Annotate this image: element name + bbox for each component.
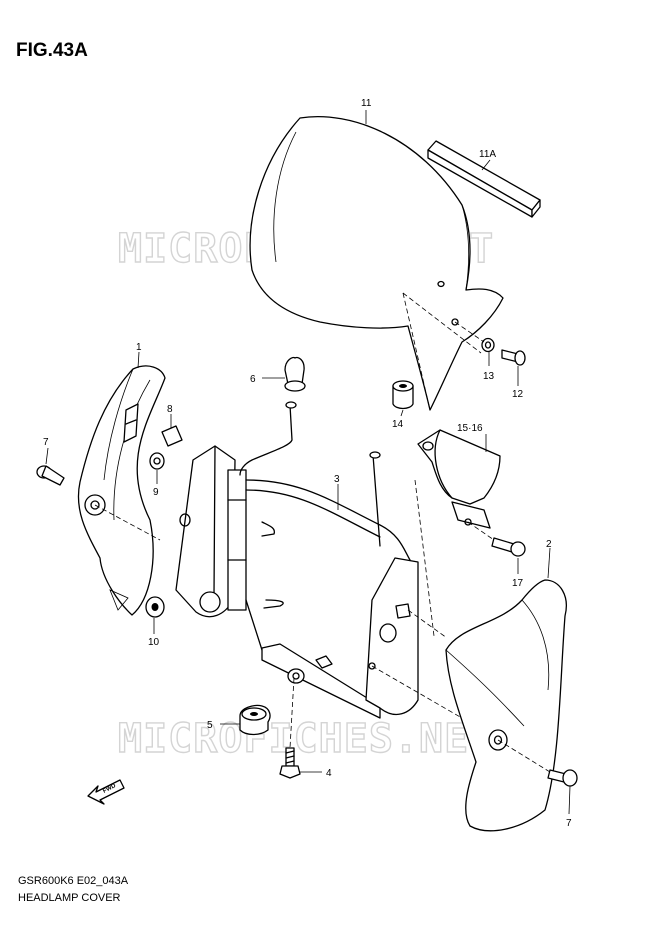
callout-13: 13 bbox=[483, 371, 495, 382]
callout-12: 12 bbox=[512, 389, 524, 400]
part-9-grommet bbox=[149, 452, 165, 470]
callout-4: 4 bbox=[326, 768, 332, 779]
part-3-bracket bbox=[175, 401, 419, 719]
callout-8: 8 bbox=[167, 404, 173, 415]
diagram-code: GSR600K6 E02_043A bbox=[18, 875, 129, 887]
part-13-washer bbox=[481, 337, 495, 353]
callout-2: 2 bbox=[546, 539, 552, 550]
part-10-grommet bbox=[145, 596, 165, 618]
part-7-screw-left bbox=[36, 465, 65, 486]
callout-6: 6 bbox=[250, 374, 256, 385]
callout-9: 9 bbox=[153, 487, 159, 498]
part-12-screw bbox=[501, 349, 526, 366]
part-14-grommet bbox=[392, 380, 414, 410]
leader-lines bbox=[45, 110, 571, 815]
callout-15-16: 15·16 bbox=[457, 423, 483, 434]
part-7-screw-right bbox=[547, 769, 578, 787]
callout-3: 3 bbox=[334, 474, 340, 485]
forward-arrow-icon: FWD bbox=[87, 779, 125, 805]
part-4-bolt bbox=[279, 747, 301, 779]
callout-7-left: 7 bbox=[43, 437, 49, 448]
watermark-bottom: MICROFICHES.NET bbox=[118, 716, 494, 762]
callout-11: 11 bbox=[361, 98, 372, 109]
figure-title: FIG.43A bbox=[16, 40, 88, 61]
callout-7-right: 7 bbox=[566, 818, 572, 829]
part-15-16-bracket bbox=[417, 429, 501, 529]
callout-17: 17 bbox=[512, 578, 524, 589]
callout-10: 10 bbox=[148, 637, 160, 648]
part-8-clip-nut bbox=[161, 425, 183, 447]
part-11-headlamp-cowl bbox=[249, 116, 504, 411]
part-5-rubber-mount bbox=[239, 704, 271, 736]
part-1-left-panel bbox=[77, 365, 166, 616]
callout-1: 1 bbox=[136, 342, 142, 353]
diagram-description: HEADLAMP COVER bbox=[18, 892, 121, 904]
part-6-clip bbox=[284, 356, 306, 392]
callout-11a: 11A bbox=[479, 149, 496, 160]
part-2-right-panel bbox=[445, 579, 567, 832]
part-11a-strip bbox=[427, 140, 541, 218]
callout-14: 14 bbox=[392, 419, 404, 430]
callout-5: 5 bbox=[207, 720, 213, 731]
part-17-screw bbox=[491, 537, 526, 557]
